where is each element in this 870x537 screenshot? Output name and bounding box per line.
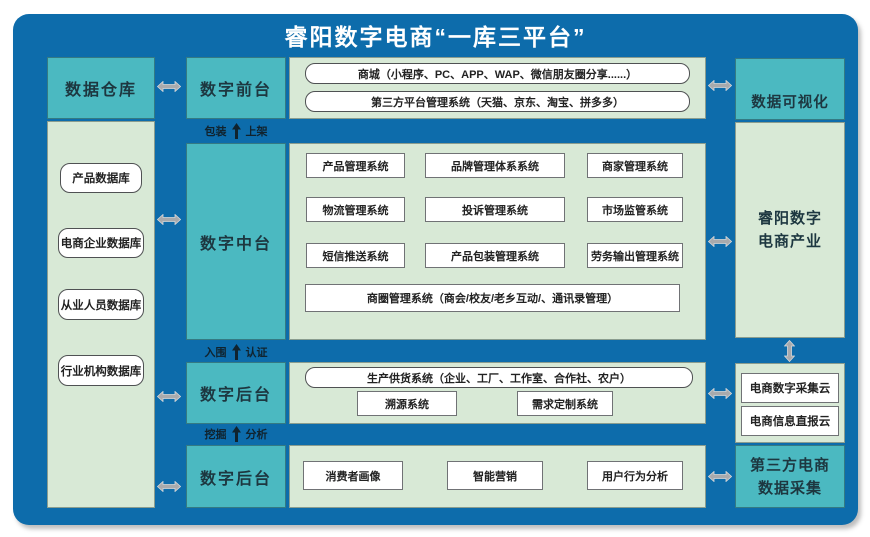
system-box: 物流管理系统 [306, 197, 405, 222]
mall-pill: 商城（小程序、PC、APP、WAP、微信朋友圈分享......） [305, 63, 690, 84]
demand-customization-box: 需求定制系统 [517, 391, 613, 416]
left-right-arrow-icon [156, 213, 182, 226]
system-box: 品牌管理体系系统 [425, 153, 565, 178]
left-right-arrow-icon [707, 387, 733, 400]
strip-right-label: 认证 [245, 347, 268, 359]
system-box: 劳务输出管理系统 [587, 243, 683, 268]
industry-box: 睿阳数字 电商产业 [735, 122, 845, 338]
third-party-data-collection-box: 第三方电商 数据采集 [735, 445, 845, 508]
system-box: 商家管理系统 [587, 153, 683, 178]
ecommerce-digital-collection-cloud-box: 电商数字采集云 [741, 373, 839, 403]
up-arrow-icon [231, 426, 241, 442]
strip-right-label: 分析 [245, 429, 268, 441]
left-right-arrow-icon [156, 80, 182, 93]
system-box: 短信推送系统 [306, 243, 405, 268]
database-enterprise: 电商企业数据库 [58, 228, 144, 258]
up-arrow-icon [231, 344, 241, 360]
back1-header: 数字后台 [186, 362, 286, 424]
database-industry-org: 行业机构数据库 [58, 355, 144, 386]
back2-header: 数字后台 [186, 445, 286, 508]
front-header: 数字前台 [186, 57, 286, 119]
production-supply-pill: 生产供货系统（企业、工厂、工作室、合作社、农户） [305, 367, 693, 388]
system-box: 投诉管理系统 [425, 197, 565, 222]
left-right-arrow-icon [156, 390, 182, 403]
left-right-arrow-icon [707, 79, 733, 92]
up-arrow-icon [231, 123, 241, 139]
third-party-platform-pill: 第三方平台管理系统（天猫、京东、淘宝、拼多多） [305, 91, 690, 112]
system-box: 产品管理系统 [306, 153, 405, 178]
user-behavior-box: 用户行为分析 [587, 461, 683, 490]
strip-left-label: 包装 [204, 126, 227, 138]
left-right-arrow-icon [707, 235, 733, 248]
industry-line2: 电商产业 [757, 233, 822, 250]
up-down-arrow-icon [783, 339, 796, 363]
page-title: 睿阳数字电商“一库三平台” [284, 24, 587, 50]
database-product: 产品数据库 [60, 163, 142, 193]
warehouse-header: 数据仓库 [47, 57, 155, 119]
data-visualization-header: 数据可视化 [735, 58, 845, 120]
ecommerce-info-report-cloud-box: 电商信息直报云 [741, 406, 839, 436]
strip-shortlist-certify: 入围 认证 [186, 344, 286, 360]
smart-marketing-box: 智能营销 [447, 461, 543, 490]
strip-packaging-shelving: 包装 上架 [186, 123, 286, 139]
strip-left-label: 入围 [204, 347, 227, 359]
system-box: 市场监管系统 [587, 197, 683, 222]
strip-right-label: 上架 [245, 126, 268, 138]
middle-header: 数字中台 [186, 143, 286, 340]
consumer-profile-box: 消费者画像 [303, 461, 403, 490]
traceability-system-box: 溯源系统 [357, 391, 457, 416]
third-party-line1: 第三方电商 [749, 456, 830, 474]
strip-left-label: 挖掘 [204, 429, 227, 441]
industry-line1: 睿阳数字 [757, 210, 822, 227]
strip-mining-analysis: 挖掘 分析 [186, 426, 286, 442]
third-party-line2: 数据采集 [757, 479, 822, 497]
system-box: 产品包装管理系统 [425, 243, 565, 268]
business-circle-system-box: 商圈管理系统（商会/校友/老乡互动/、通讯录管理） [305, 284, 680, 312]
left-right-arrow-icon [707, 470, 733, 483]
database-personnel: 从业人员数据库 [58, 289, 144, 320]
left-right-arrow-icon [156, 480, 182, 493]
